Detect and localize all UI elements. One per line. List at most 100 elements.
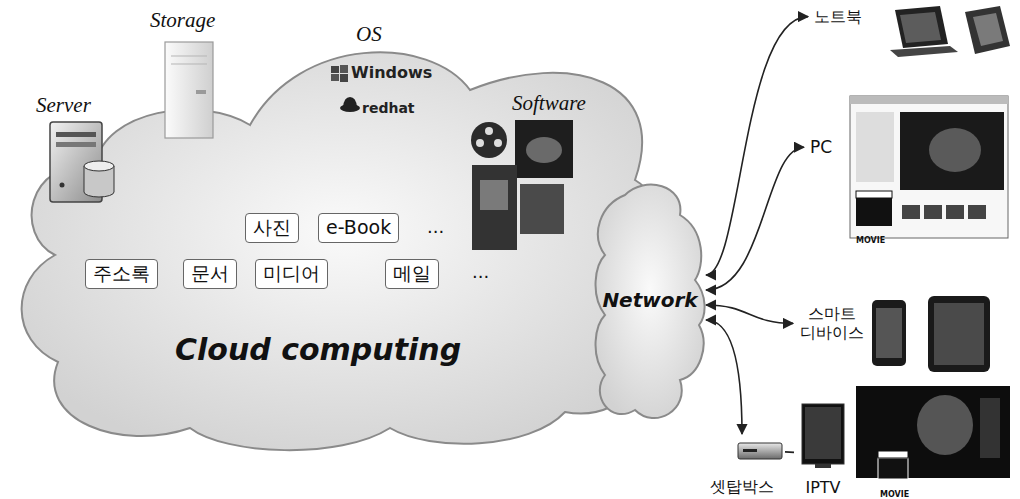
service-box: e-Book: [318, 213, 399, 243]
label-holder: Storage: [150, 8, 215, 33]
laptop-icons: [890, 6, 1010, 57]
database-cylinder: [84, 166, 114, 197]
cloud-shape: [596, 185, 705, 418]
screen-image: [526, 137, 562, 163]
server-led: [60, 183, 65, 188]
box-label: 문서: [191, 262, 229, 284]
node-label: PC: [810, 137, 832, 157]
logo-pane: [331, 66, 339, 73]
reel-hole: [494, 139, 502, 147]
storage-icon: [165, 42, 213, 138]
label-holder: MOVIE: [856, 228, 885, 247]
windows-logo: [331, 65, 348, 82]
software-picture: [472, 165, 517, 250]
picture-detail: [480, 180, 508, 210]
video-frame: [900, 112, 1004, 190]
thumbnail: [924, 205, 942, 219]
storage-slot: [196, 90, 206, 94]
box-label: 주소록: [93, 262, 150, 284]
part-label: Storage: [150, 8, 215, 33]
server-bay: [56, 142, 96, 147]
reel-hole: [476, 139, 484, 147]
part-label: Server: [36, 93, 91, 118]
phone-body: [872, 300, 906, 366]
cloud-title: Cloud computing: [175, 332, 461, 367]
hat-brim: [340, 104, 360, 112]
label-holder: OS: [356, 22, 382, 47]
node-label: 노트북: [814, 7, 862, 26]
movie-frame: [856, 386, 1010, 478]
connector-arrow: [706, 147, 804, 290]
software-screen: [515, 120, 573, 178]
laptop-base: [890, 46, 958, 57]
settop-case: [738, 443, 782, 459]
part-label: ...: [472, 261, 489, 282]
network-cloud: Network: [595, 175, 705, 425]
device-label: 노트북: [812, 6, 864, 27]
label-holder: redhat: [362, 98, 415, 117]
label-holder: Windows: [351, 63, 432, 82]
side-panel: [856, 112, 894, 182]
logo-pane: [340, 74, 348, 82]
laptop-screen: [965, 6, 1010, 54]
part-label: OS: [356, 22, 382, 47]
hat-crown: [343, 97, 357, 107]
label-holder: ...: [427, 216, 444, 237]
connector-arrow: [785, 451, 794, 453]
movie-figure: [917, 395, 973, 455]
tv-icon: [802, 404, 844, 468]
connector-arrow: [706, 17, 808, 275]
tv-frame: [802, 404, 844, 464]
service-box: 메일: [385, 259, 439, 289]
part-label: MOVIE: [880, 490, 909, 499]
part-label: ...: [427, 216, 444, 237]
box-label: 메일: [393, 262, 431, 284]
node-label: Network: [602, 288, 697, 312]
device-label: IPTV: [796, 402, 850, 497]
node-label: IPTV: [805, 478, 840, 497]
part-label: Windows: [351, 63, 432, 82]
box-label: 미디어: [263, 262, 320, 284]
thumbnail: [946, 205, 964, 219]
storage-case: [165, 42, 213, 138]
movie-detail: [980, 398, 1000, 458]
pc-monitor: [850, 96, 1008, 238]
label-holder: Software: [512, 91, 586, 116]
connector-arrow: [706, 320, 742, 434]
logo-pane: [331, 74, 339, 81]
movie-picture: [856, 386, 1010, 479]
clapper-board: [856, 198, 892, 226]
storage-line: [171, 56, 207, 57]
label-holder: MOVIE: [880, 482, 909, 499]
clapper-board: [878, 458, 908, 479]
tablet-body: [928, 296, 990, 372]
smart-devices: [872, 296, 990, 372]
thumbnail: [968, 205, 986, 219]
video-image: [929, 128, 981, 172]
film-reel: [471, 122, 507, 158]
service-box: 주소록: [85, 259, 158, 289]
service-box: 미디어: [255, 259, 328, 289]
cloud-shape: [22, 52, 662, 450]
label-holder: ...: [472, 261, 489, 282]
node-label: 스마트 디바이스: [800, 304, 864, 342]
clapper-stick: [878, 451, 908, 458]
storage-line: [171, 64, 207, 65]
phone-screen: [876, 308, 902, 358]
device-label: 스마트 디바이스: [797, 303, 867, 344]
server-bay: [56, 132, 96, 137]
connector-arrow: [706, 305, 793, 323]
part-label: redhat: [362, 100, 415, 116]
part-label: MOVIE: [856, 236, 885, 245]
part-label: Software: [512, 91, 586, 116]
box-label: 사진: [253, 216, 291, 238]
device-label: PC: [808, 136, 834, 158]
redhat-logo: [340, 97, 360, 112]
service-box: 사진: [245, 213, 299, 243]
software-picture: [520, 184, 564, 234]
label-holder: Server: [36, 93, 91, 118]
tv-stand: [815, 464, 831, 468]
node-label: 셋탑박스: [710, 477, 774, 496]
